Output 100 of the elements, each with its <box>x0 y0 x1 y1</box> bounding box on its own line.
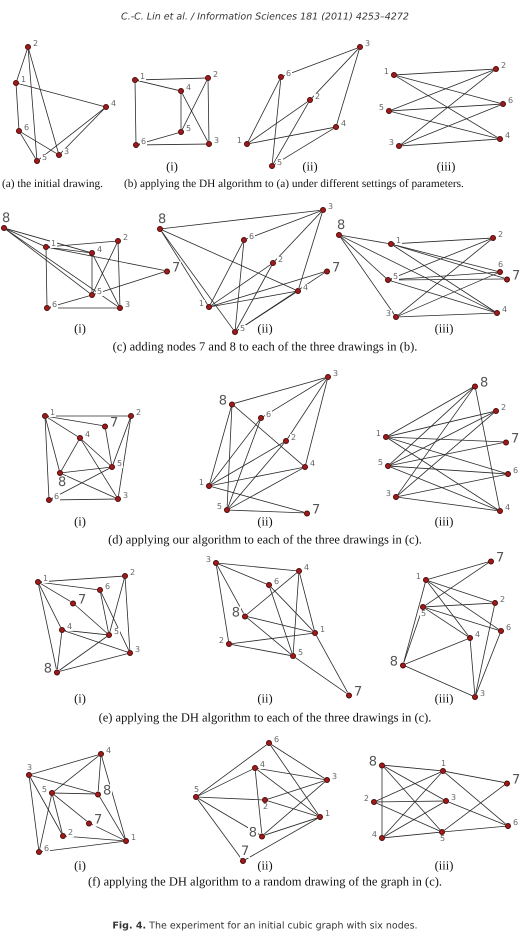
edge-line <box>388 437 506 474</box>
edge-line <box>237 272 325 331</box>
vertex-number: 4 <box>504 504 512 512</box>
vertex-number: 3 <box>204 556 212 564</box>
edge-line <box>384 772 442 836</box>
edge-line <box>316 635 348 693</box>
caption-text: (c) adding nodes 7 and 8 to each of the three drawings in (b). <box>112 340 418 354</box>
edge-line <box>274 128 334 165</box>
vertex-number: 3 <box>332 370 340 378</box>
edge-line <box>400 70 494 145</box>
vertex-number: 4 <box>259 761 266 769</box>
edge-line <box>248 79 280 142</box>
edge-line <box>264 782 326 834</box>
edge-line <box>162 210 320 230</box>
vertex-number: 3 <box>327 203 334 211</box>
edge-line <box>425 562 489 606</box>
vertex-number: 8 <box>102 784 112 798</box>
vertex-number: 3 <box>134 646 142 654</box>
vertex-number: 1 <box>414 573 422 581</box>
vertex-number: 6 <box>265 411 272 419</box>
edge-line <box>62 466 110 474</box>
vertex-number: 8 <box>157 213 168 226</box>
edge-line <box>376 800 444 802</box>
subfigure-label: (iii) <box>434 692 454 706</box>
vertex-number: 3 <box>331 773 338 781</box>
vertex-number: 5 <box>276 159 284 167</box>
vertex-number: 2 <box>362 795 370 803</box>
edge-line <box>217 565 244 614</box>
edge-line <box>118 244 120 306</box>
subfigure-label: (i) <box>74 692 86 706</box>
edge-line <box>211 486 304 513</box>
running-header: C.-C. Lin et al. / Information Sciences 181 (2011) 4253–4272 <box>121 12 409 22</box>
edge-line <box>162 230 296 290</box>
edge-line <box>397 388 474 495</box>
edge-line <box>48 240 116 248</box>
vertex-number: 6 <box>104 583 112 591</box>
edge-line <box>92 243 118 293</box>
edge-line <box>16 49 28 81</box>
vertex-number: 2 <box>129 569 136 577</box>
edge-line <box>45 418 60 470</box>
edge-line <box>388 436 504 442</box>
edge-line <box>258 768 324 780</box>
vertex-number: 3 <box>450 794 458 802</box>
vertex-number: 2 <box>290 434 298 442</box>
vertex-number: 6 <box>273 736 280 744</box>
edge-line <box>180 94 182 130</box>
edge-line <box>270 586 314 632</box>
edge-line <box>236 265 272 330</box>
vertex-number: 7 <box>311 504 322 516</box>
vertex-number: 6 <box>497 261 504 269</box>
vertex-number: 1 <box>198 479 205 487</box>
vertex-number: 6 <box>51 301 58 309</box>
figure-caption: Fig. 4. The experiment for an initial cubic graph with six nodes. <box>112 920 418 932</box>
edge-line <box>232 644 290 656</box>
vertex-number: 5 <box>41 154 48 162</box>
edge-line <box>283 48 358 76</box>
edge-line <box>390 466 506 474</box>
vertex-number: 8 <box>57 476 68 489</box>
edge-line <box>6 228 90 253</box>
edge-line <box>428 581 499 630</box>
edge-line <box>267 780 325 800</box>
edge-line <box>64 630 106 636</box>
edge-line <box>246 572 298 614</box>
edge-line <box>273 102 309 164</box>
vertex-number: 3 <box>388 139 395 147</box>
edge-line <box>100 592 109 632</box>
edge-line <box>211 442 284 485</box>
vertex-number: 7 <box>511 774 522 786</box>
vertex-number: 2 <box>32 40 40 48</box>
edge-line <box>228 420 260 508</box>
edge-line <box>254 770 262 834</box>
edge-line <box>138 132 179 145</box>
vertex-number: 6 <box>273 578 280 586</box>
edge-line <box>6 228 44 246</box>
vertex-number: 4 <box>84 431 92 439</box>
vertex-number: 3 <box>63 148 70 156</box>
edge-line <box>427 582 469 636</box>
edge-line <box>138 144 206 146</box>
edge-line <box>444 826 506 832</box>
edge-line <box>54 794 88 822</box>
edge-line <box>393 244 505 279</box>
edge-line <box>384 832 440 838</box>
edge-line <box>398 240 492 316</box>
edge-line <box>388 387 473 436</box>
vertex-number: 4 <box>501 306 508 314</box>
edge-line <box>402 138 498 146</box>
vertex-number: 1 <box>20 76 28 84</box>
edge-line <box>197 799 242 859</box>
vertex-number: 8 <box>479 376 490 390</box>
vertex-number: 3 <box>213 137 220 145</box>
edge-line <box>31 754 99 775</box>
edge-line <box>40 583 71 602</box>
edge-line <box>64 630 128 652</box>
vertex-number: 2 <box>212 71 220 79</box>
edge-line <box>272 80 282 164</box>
vertex-number: 2 <box>497 231 504 239</box>
vertex-number: 7 <box>171 262 182 274</box>
edge-line <box>28 50 38 158</box>
edge-line <box>390 466 498 510</box>
vertex-number: 4 <box>309 460 316 468</box>
